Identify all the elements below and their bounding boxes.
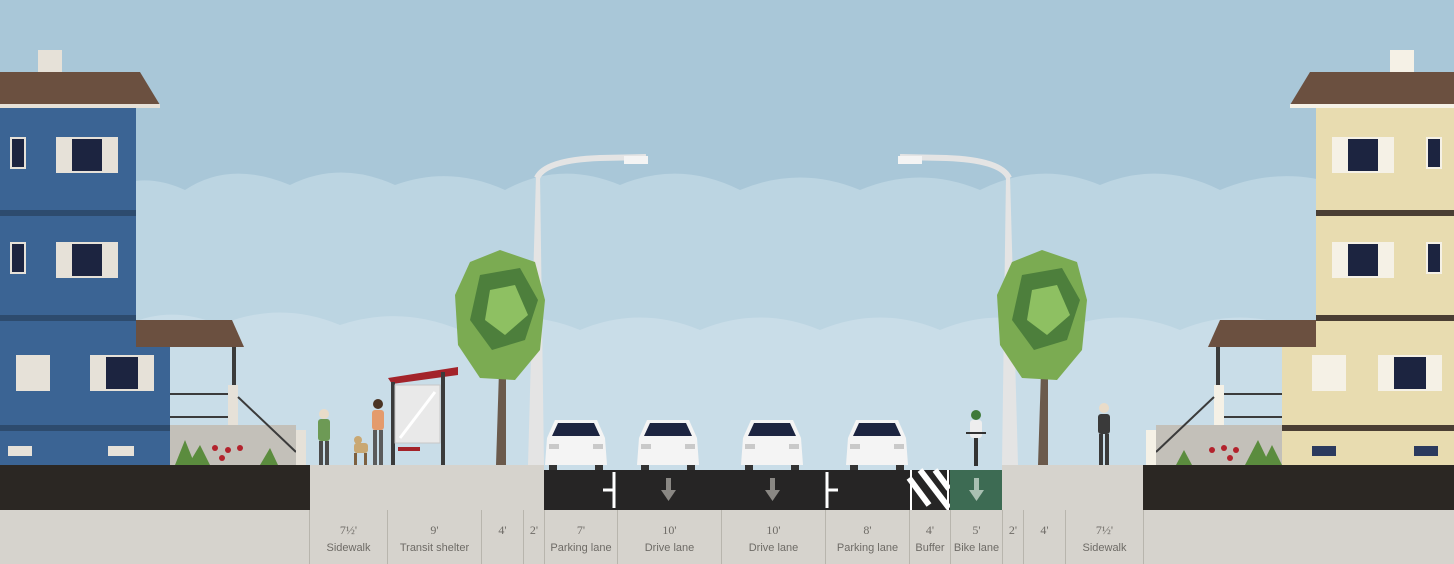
lane-markings [603,472,838,508]
pedestrian-icon [318,409,330,465]
car-icon [637,420,699,470]
segment-width: 7½' [1095,523,1114,537]
segment-name: Drive lane [644,542,695,554]
sidewalk-left-surface [310,465,544,510]
car-icon [741,420,803,470]
segment-width: 2' [529,523,539,537]
segment-name: Buffer [915,542,945,554]
segment-width: 7½' [339,523,358,537]
pedestrian-icon [372,399,384,465]
segment-spacer-2-left[interactable]: 2' [523,510,544,564]
segment-drive-lane-2[interactable]: 10' Drive lane [721,510,825,564]
segment-name: Drive lane [748,542,799,554]
sidewalk-right-surface [1002,465,1143,510]
buffer-hatching [906,468,952,510]
segment-width: 2' [1008,523,1018,537]
segment-transit-shelter[interactable]: 9' Transit shelter [387,510,481,564]
segment-name: Parking lane [836,542,899,554]
segment-parking-lane-right[interactable]: 8' Parking lane [825,510,909,564]
segment-width: 10' [662,523,677,537]
segment-width: 8' [863,523,872,537]
segment-name: Bike lane [953,542,1000,554]
segment-width: 7' [576,523,586,537]
arrow-down-icon [969,478,984,501]
tree-icon [455,250,545,465]
car-icon [846,420,908,470]
segment-name: Sidewalk [1082,542,1127,554]
pedestrian-icon [1098,403,1110,465]
car-icon [545,420,607,470]
segment-label-bar [0,510,1454,564]
house-icon [1146,50,1454,465]
segment-width: 4' [1040,523,1049,537]
segment-width: 10' [766,523,781,537]
segment-drive-lane-1[interactable]: 10' Drive lane [617,510,721,564]
segment-width: 9' [430,523,439,537]
arrow-down-icon [661,478,676,501]
dog-icon [354,436,368,465]
curb-soil-left [0,465,310,510]
segment-name: Parking lane [550,542,612,554]
segment-name: Sidewalk [326,542,371,554]
segment-bike-lane[interactable]: 5' Bike lane [950,510,1002,564]
segment-width: 4' [925,523,935,537]
cyclist-icon [966,410,986,466]
tree-icon [997,250,1087,465]
segment-parking-lane-left[interactable]: 7' Parking lane [544,510,617,564]
segment-sidewalk-right[interactable]: 7½' Sidewalk [1065,510,1144,564]
segment-spacer-4-left[interactable]: 4' [481,510,523,564]
segment-spacer-4-right[interactable]: 4' [1023,510,1065,564]
house-icon [0,50,306,465]
segment-buffer[interactable]: 4' Buffer [909,510,950,564]
arrow-down-icon [765,478,780,501]
curb-soil-right [1143,465,1454,510]
segment-sidewalk-left[interactable]: 7½' Sidewalk [309,510,387,564]
segment-width: 4' [498,523,507,537]
segment-spacer-2-right[interactable]: 2' [1002,510,1023,564]
segment-width: 5' [972,523,981,537]
segment-name: Transit shelter [399,542,470,554]
bus-shelter-icon [388,367,458,465]
clouds-front [0,312,1454,470]
